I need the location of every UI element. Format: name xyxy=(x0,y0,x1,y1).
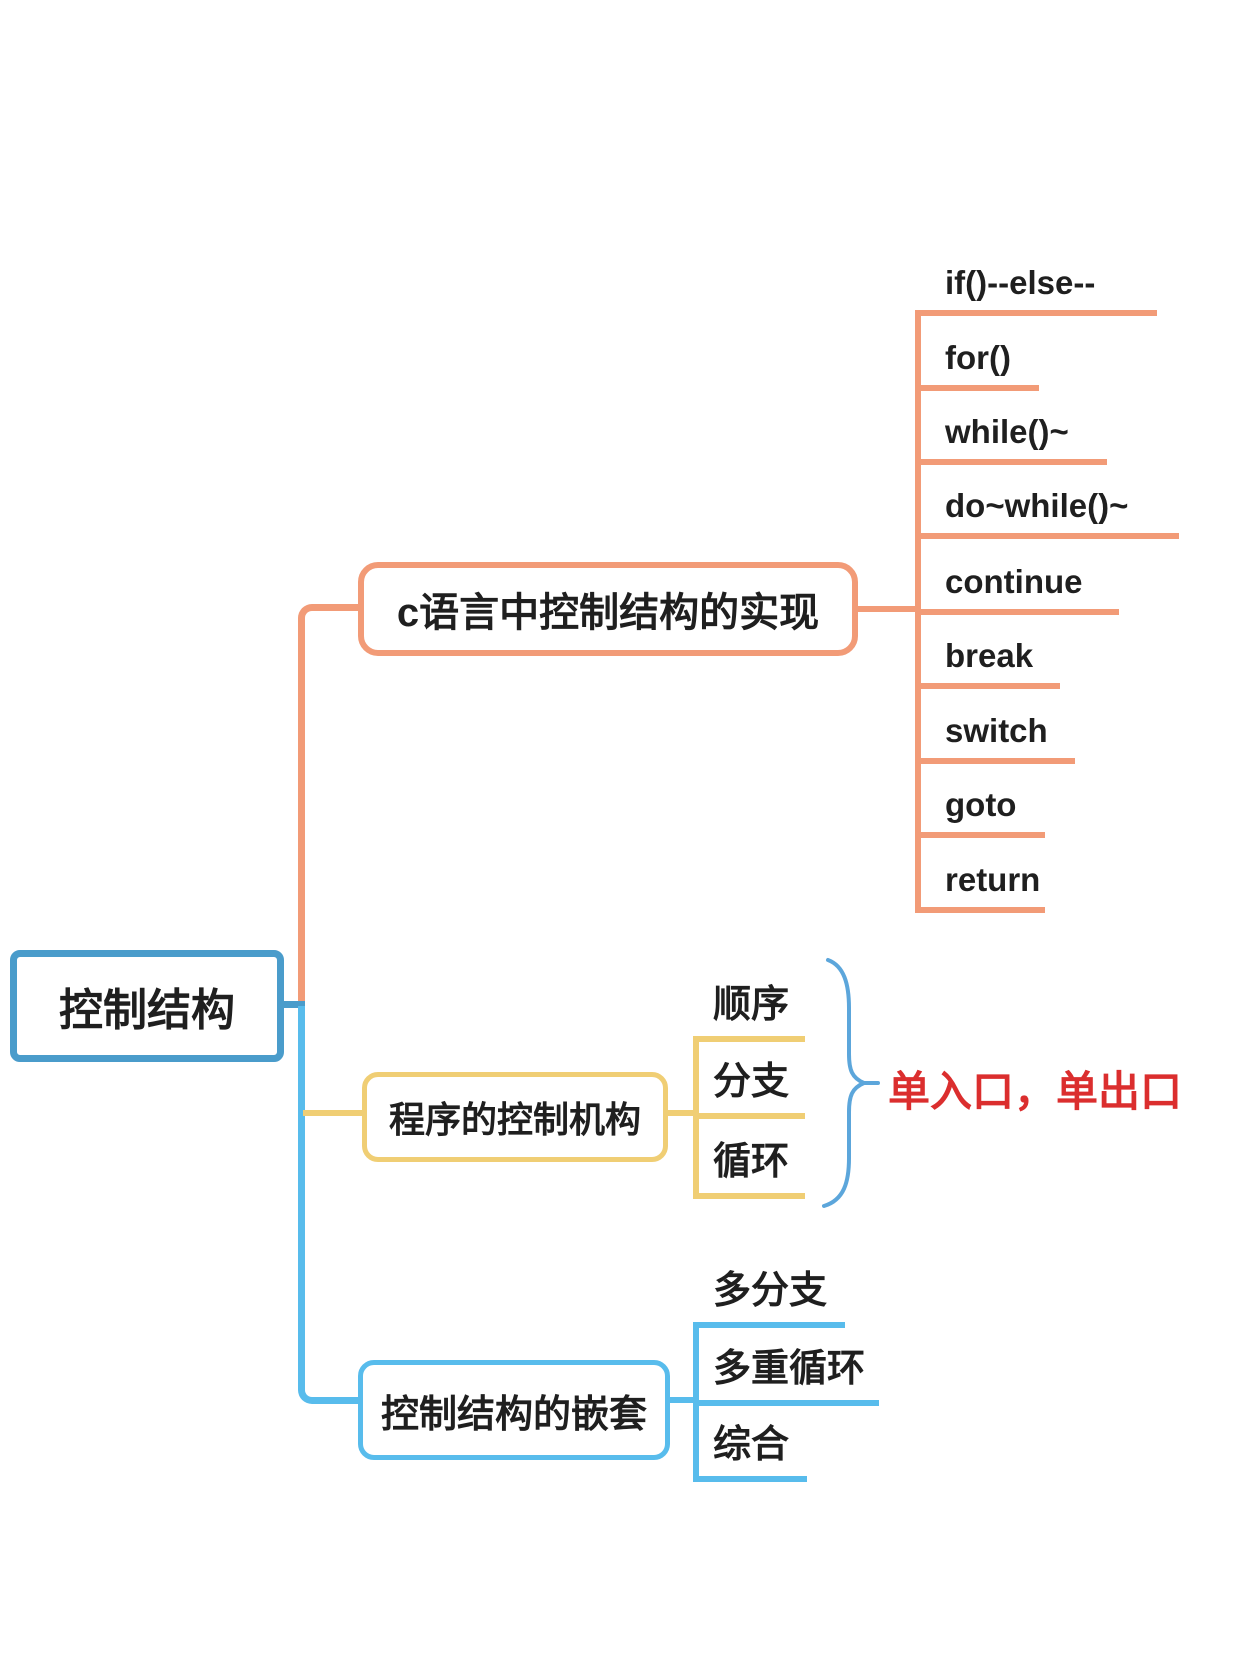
topic-if-else-label: if()--else-- xyxy=(945,264,1096,301)
root-topic-label: 控制结构 xyxy=(59,986,235,1035)
connector-orange-box-to-children xyxy=(852,606,918,612)
topic-break[interactable]: break xyxy=(915,627,1060,689)
topic-branching-label: 分支 xyxy=(713,1061,790,1103)
topic-sequence-label: 顺序 xyxy=(713,984,790,1026)
connector-root-to-blue-branch xyxy=(298,1006,362,1404)
topic-continue-label: continue xyxy=(945,563,1083,600)
topic-switch[interactable]: switch xyxy=(915,702,1075,764)
brace-shape xyxy=(822,958,880,1208)
connector-root-to-orange-branch xyxy=(298,604,364,1006)
topic-loop-label: 循环 xyxy=(713,1141,790,1183)
branch-nesting[interactable]: 控制结构的嵌套 xyxy=(358,1360,670,1460)
connector-blue-box-to-children xyxy=(665,1397,699,1403)
annotation-label: 单入口，单出口 xyxy=(888,1068,1183,1115)
topic-multi-loop[interactable]: 多重循环 xyxy=(693,1342,879,1406)
topic-comprehensive-label: 综合 xyxy=(713,1424,790,1466)
branch-c-implementation[interactable]: c语言中控制结构的实现 xyxy=(358,562,858,656)
topic-comprehensive[interactable]: 综合 xyxy=(693,1418,807,1482)
topic-while[interactable]: while()~ xyxy=(915,403,1107,465)
branch-nesting-label: 控制结构的嵌套 xyxy=(380,1393,647,1436)
topic-break-label: break xyxy=(945,637,1034,674)
topic-do-while[interactable]: do~while()~ xyxy=(915,477,1179,539)
topic-branching[interactable]: 分支 xyxy=(693,1055,805,1119)
topic-for-label: for() xyxy=(945,339,1011,376)
topic-while-label: while()~ xyxy=(945,413,1069,450)
topic-sequence[interactable]: 顺序 xyxy=(693,978,805,1042)
topic-for[interactable]: for() xyxy=(915,329,1039,391)
topic-switch-label: switch xyxy=(945,712,1048,749)
root-topic[interactable]: 控制结构 xyxy=(10,950,284,1062)
topic-multi-branch[interactable]: 多分支 xyxy=(693,1264,845,1328)
connector-yellow-box-to-children xyxy=(665,1110,699,1116)
topic-multi-branch-label: 多分支 xyxy=(713,1270,828,1312)
topic-do-while-label: do~while()~ xyxy=(945,487,1129,524)
branch-program-control-label: 程序的控制机构 xyxy=(388,1099,641,1140)
connector-root-stub xyxy=(277,1001,305,1008)
topic-goto-label: goto xyxy=(945,786,1017,823)
branch-program-control[interactable]: 程序的控制机构 xyxy=(362,1072,668,1162)
topic-loop[interactable]: 循环 xyxy=(693,1135,805,1199)
annotation-single-entry-exit[interactable]: 单入口，单出口 xyxy=(888,1058,1182,1119)
topic-return-label: return xyxy=(945,861,1041,898)
branch-c-implementation-label: c语言中控制结构的实现 xyxy=(396,591,820,635)
connector-stem-to-yellow-box xyxy=(303,1110,363,1116)
topic-return[interactable]: return xyxy=(915,851,1045,913)
topic-if-else[interactable]: if()--else-- xyxy=(915,254,1157,316)
topic-continue[interactable]: continue xyxy=(915,553,1119,615)
topic-multi-loop-label: 多重循环 xyxy=(713,1348,866,1390)
topic-goto[interactable]: goto xyxy=(915,776,1045,838)
